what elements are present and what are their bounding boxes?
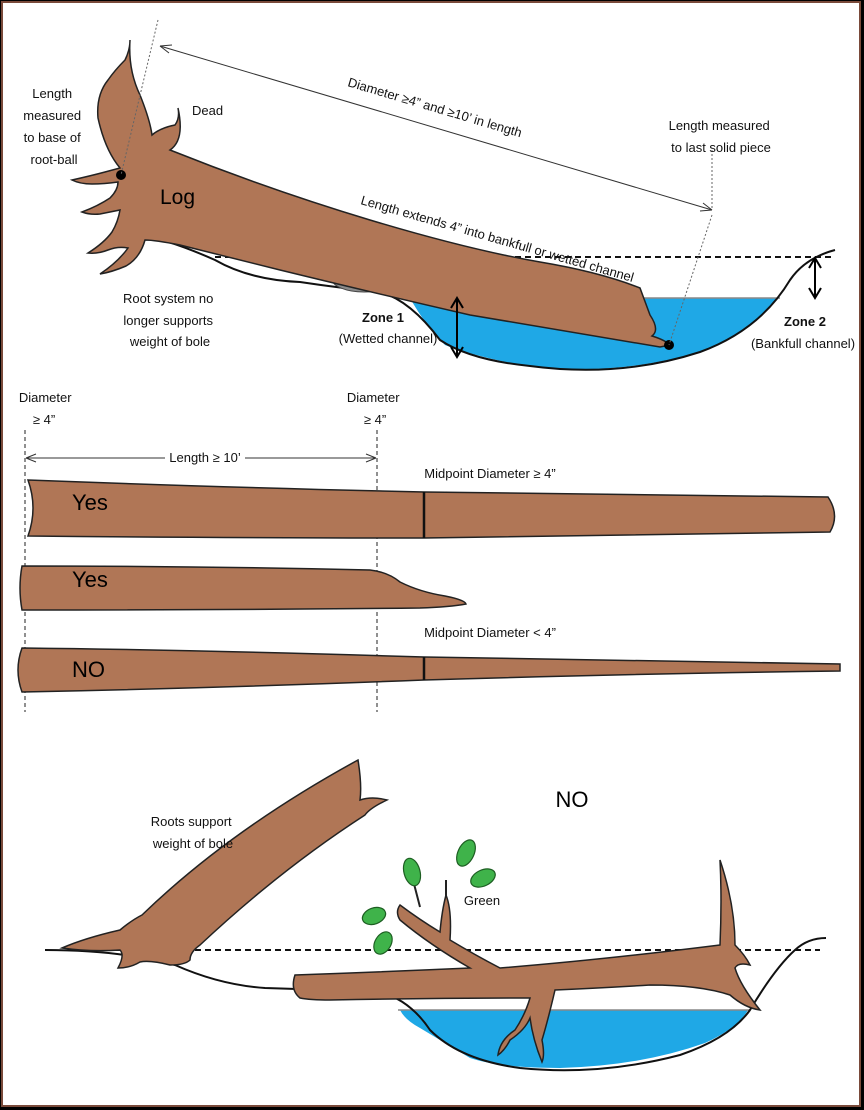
- middle-panel: Diameter ≥ 4” Diameter ≥ 4” Length ≥ 10’…: [17, 390, 841, 712]
- green-leaves: [361, 839, 496, 955]
- log-yes-short: [19, 565, 467, 611]
- length-dimension-line: [159, 45, 713, 211]
- dimension-leader-right: [668, 214, 713, 346]
- log-yes-long: [26, 479, 836, 539]
- leaf-1: [402, 857, 422, 887]
- channel-bank: [139, 234, 836, 371]
- zone2-label: Zone 2: [784, 314, 826, 329]
- zone1-label: Zone 1: [362, 310, 404, 325]
- green-label: Green: [464, 893, 500, 908]
- yes-label-1: Yes: [72, 490, 108, 515]
- length-10ft-arrowheads: [25, 453, 377, 463]
- leaf-2: [456, 839, 476, 867]
- dimension-arrowhead-left: [159, 44, 173, 54]
- length-label-bg: [165, 449, 245, 465]
- roots-support-label: Roots support weight of bole: [151, 814, 236, 851]
- no-label-middle: NO: [72, 657, 105, 682]
- log-no-tapered: [17, 647, 841, 693]
- dimension-arrowhead-right: [699, 202, 713, 212]
- yes-label-2: Yes: [72, 567, 108, 592]
- no-label-bottom: NO: [556, 787, 589, 812]
- leaf-5: [373, 931, 393, 955]
- midpoint-lt-label: Midpoint Diameter < 4”: [424, 625, 556, 640]
- leaning-log: [59, 758, 390, 969]
- channel-bank-bottom: [44, 937, 827, 1072]
- water-bottom: [400, 1010, 748, 1068]
- length-base-label: Length measured to base of root-ball: [23, 86, 84, 167]
- length-10ft-label: Length ≥ 10’: [169, 450, 241, 465]
- fallen-green-tree: [292, 859, 762, 1064]
- leaf-3: [470, 868, 496, 888]
- log-dead: [69, 39, 672, 348]
- bankfull-channel-label: (Bankfull channel): [751, 336, 855, 351]
- root-ball-point: [116, 170, 126, 180]
- length-last-piece-label: Length measured to last solid piece: [669, 118, 774, 155]
- diameter-left-label: Diameter ≥ 4”: [19, 390, 75, 427]
- midpoint-ge-label: Midpoint Diameter ≥ 4”: [424, 466, 555, 481]
- dimension-leader-left: [120, 19, 159, 176]
- diameter-right-label: Diameter ≥ 4”: [347, 390, 403, 427]
- bottom-panel: NO Roots support weight of bole Green: [44, 758, 827, 1072]
- root-system-label: Root system no longer supports weight of…: [123, 291, 217, 349]
- log-label: Log: [160, 186, 195, 209]
- leaf-4: [361, 906, 387, 926]
- zone2-depth-arrow: [808, 256, 822, 300]
- zone1-depth-arrow: [450, 296, 464, 359]
- dead-label: Dead: [192, 103, 223, 118]
- wetted-channel-label: (Wetted channel): [339, 331, 438, 346]
